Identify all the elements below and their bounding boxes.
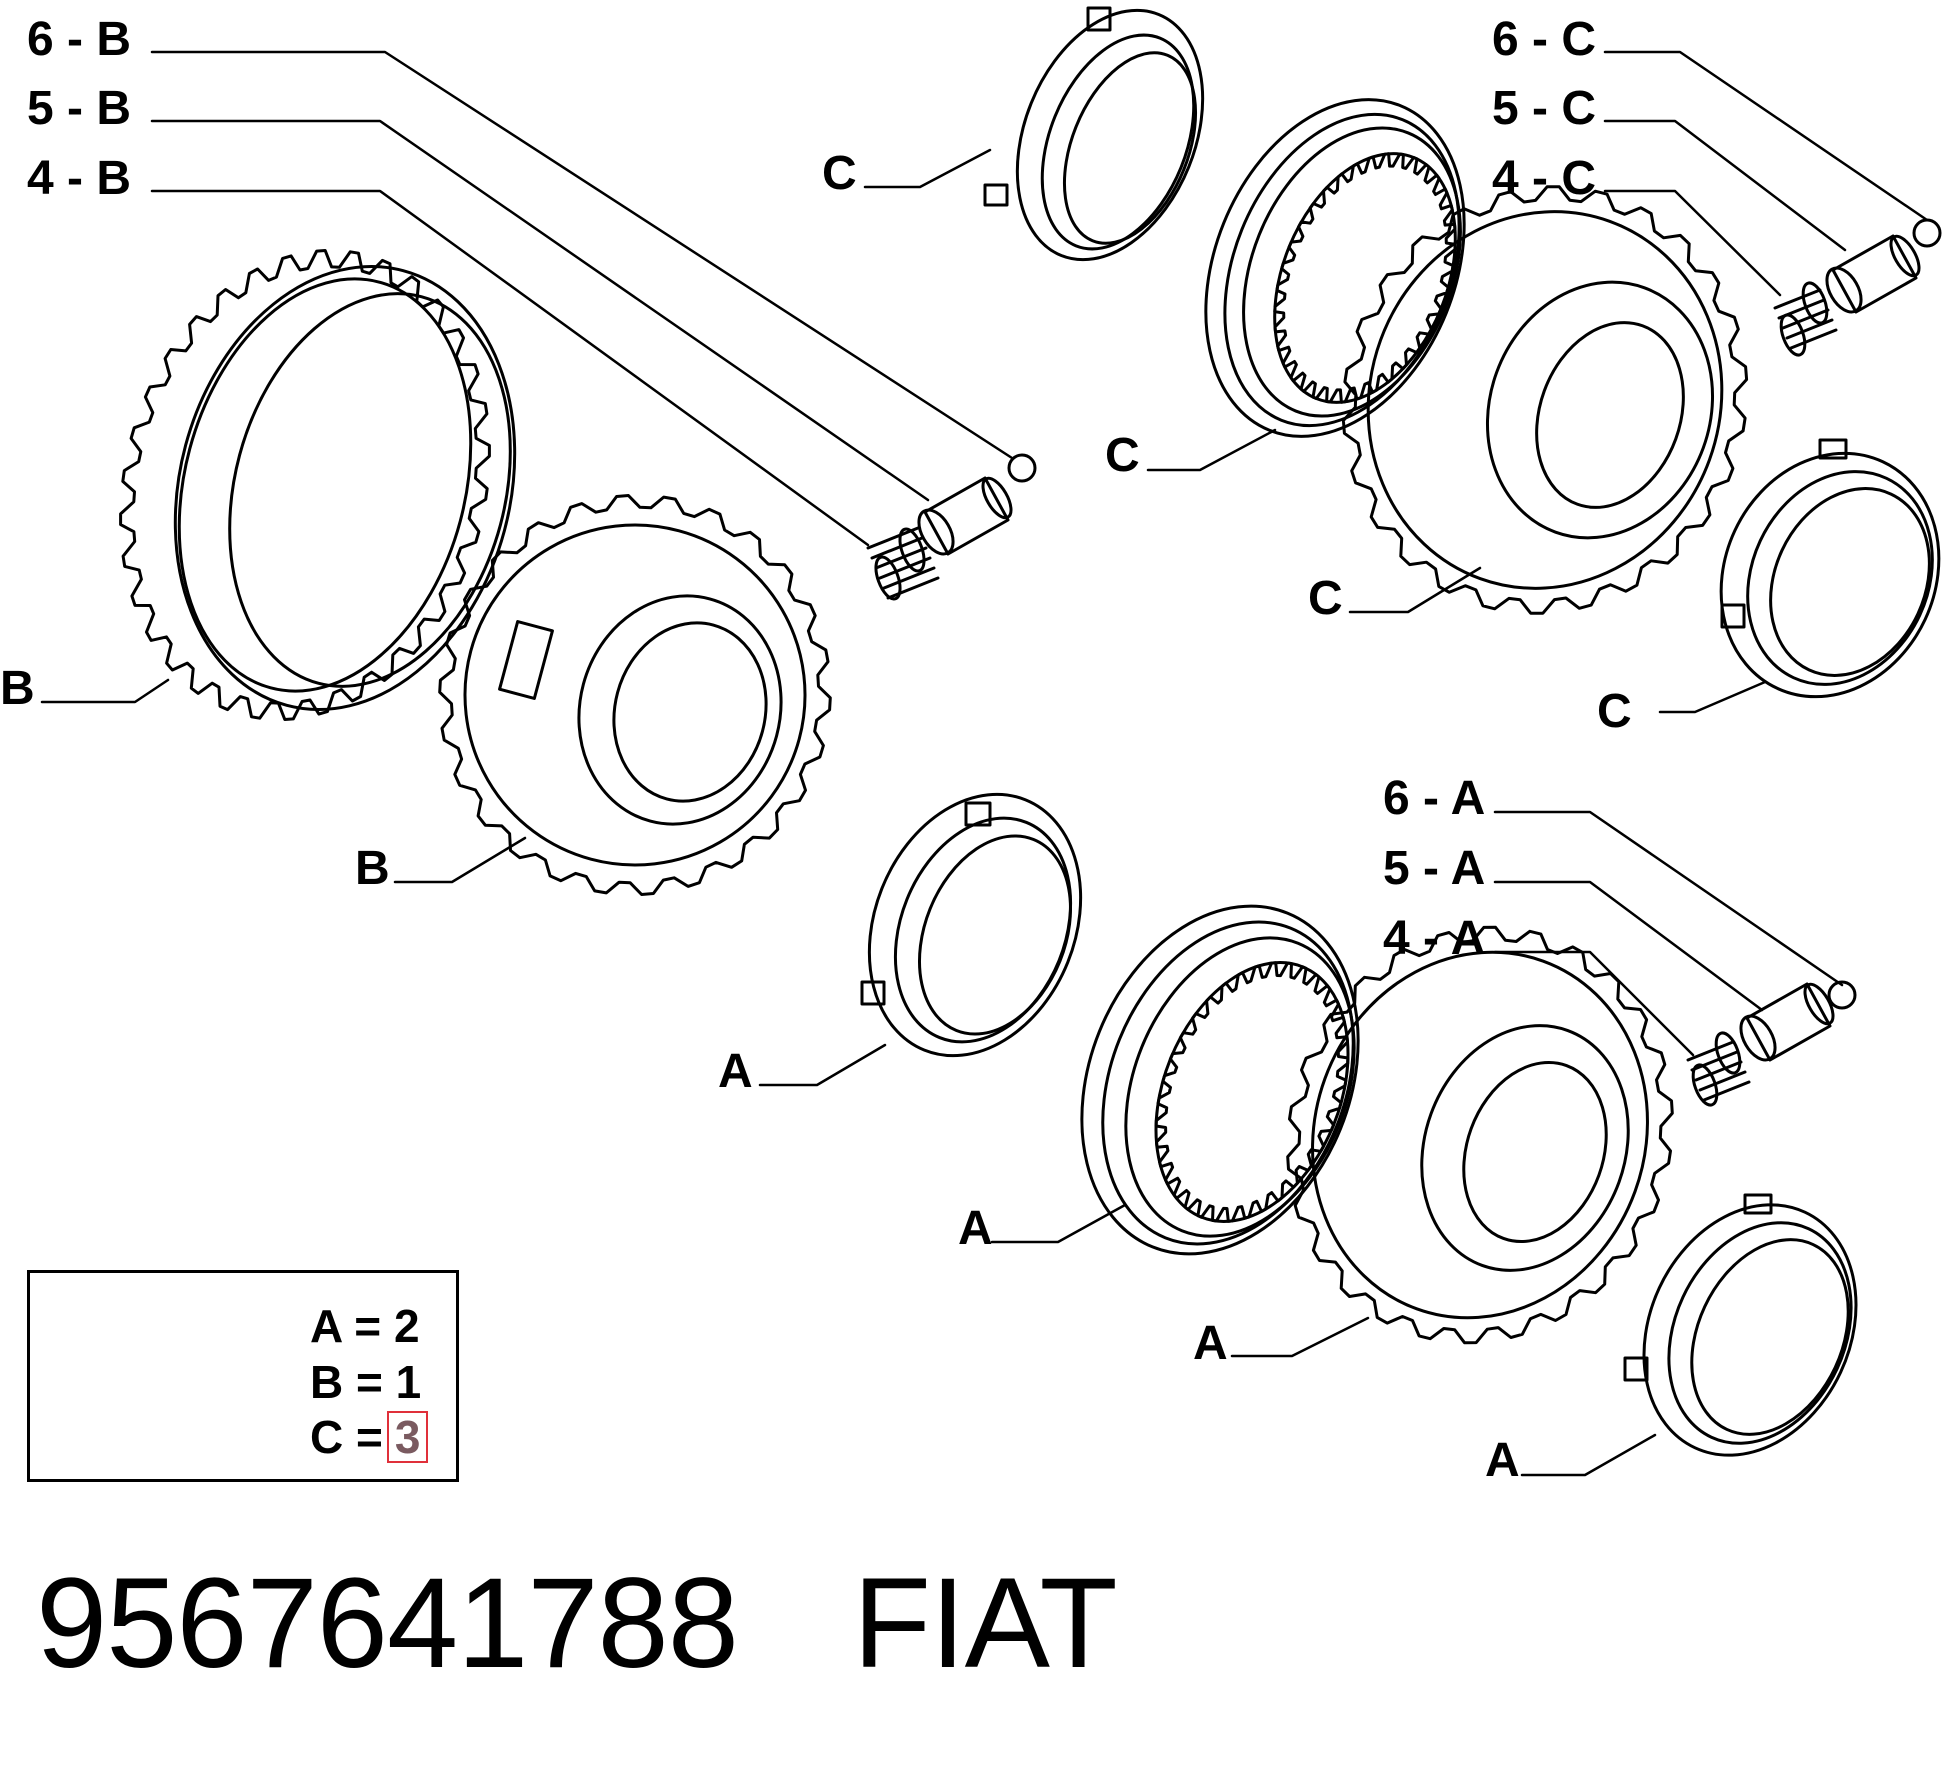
part-number: 9567641788 [36, 1552, 739, 1695]
gear-ring-b [119, 249, 517, 721]
synchro-ring-c-right [1719, 438, 1941, 699]
synchro-hub-a-teeth [1286, 925, 1674, 1345]
legend-row-a: A = 2 [310, 1303, 420, 1349]
legend-c-key: C = [310, 1411, 383, 1463]
ball-a [1827, 980, 1857, 1010]
label-5-b: 5 - B [27, 82, 132, 135]
pin-b [917, 476, 1013, 556]
spring-a [1686, 1031, 1751, 1107]
label-a-hub: A [1193, 1317, 1228, 1370]
legend-row-c: C =3 [310, 1411, 429, 1463]
label-c-sleeve: C [1105, 429, 1140, 482]
synchro-hub-b-teeth [438, 494, 832, 896]
label-b-ring: B [0, 662, 35, 715]
label-a-ring-left: A [718, 1045, 753, 1098]
sliding-sleeve-c-splines [1273, 152, 1457, 404]
synchro-hub-c [1341, 185, 1749, 615]
legend-b-key: B = [310, 1356, 383, 1408]
legend-a-key: A = [310, 1300, 382, 1352]
label-6-a: 6 - A [1383, 772, 1486, 825]
spring-c [1773, 281, 1838, 357]
ball-c [1912, 218, 1942, 248]
synchro-ring-c-top [983, 6, 1205, 262]
label-4-a: 4 - A [1383, 912, 1486, 965]
synchro-hub-b [438, 494, 832, 896]
legend-c-value-highlight: 3 [386, 1411, 429, 1463]
brand-name: FIAT [852, 1552, 1118, 1695]
label-5-a: 5 - A [1383, 842, 1486, 895]
pin-a [1739, 982, 1835, 1062]
ball-b [1007, 453, 1037, 483]
legend-a-value: 2 [393, 1300, 420, 1352]
label-b-hub: B [355, 842, 390, 895]
label-c-ring-right: C [1597, 685, 1632, 738]
label-5-c: 5 - C [1492, 82, 1597, 135]
synchro-hub-c-teeth [1341, 185, 1749, 615]
sliding-sleeve-c [1204, 98, 1466, 438]
leader-lines [40, 50, 1929, 1477]
label-c-ring-top: C [822, 147, 857, 200]
legend-b-value: 1 [395, 1356, 422, 1408]
pin-c [1825, 234, 1921, 314]
synchro-ring-a-bottom [1623, 1193, 1858, 1457]
synchro-ring-a-left [860, 792, 1083, 1058]
label-c-hub: C [1308, 572, 1343, 625]
quantity-legend: A = 2 B = 1 C =3 [27, 1270, 459, 1482]
label-6-b: 6 - B [27, 13, 132, 66]
label-4-c: 4 - C [1492, 152, 1597, 205]
legend-row-b: B = 1 [310, 1359, 421, 1405]
sliding-sleeve-a-splines [1154, 961, 1350, 1223]
sliding-sleeve-a [1080, 904, 1360, 1256]
synchro-hub-a [1286, 925, 1674, 1345]
label-4-b: 4 - B [27, 152, 132, 205]
spring-b [866, 526, 940, 601]
label-a-ring-bottom: A [1485, 1434, 1520, 1487]
label-a-sleeve: A [958, 1202, 993, 1255]
label-6-c: 6 - C [1492, 13, 1597, 66]
gear-ring-b-teeth [119, 249, 491, 721]
